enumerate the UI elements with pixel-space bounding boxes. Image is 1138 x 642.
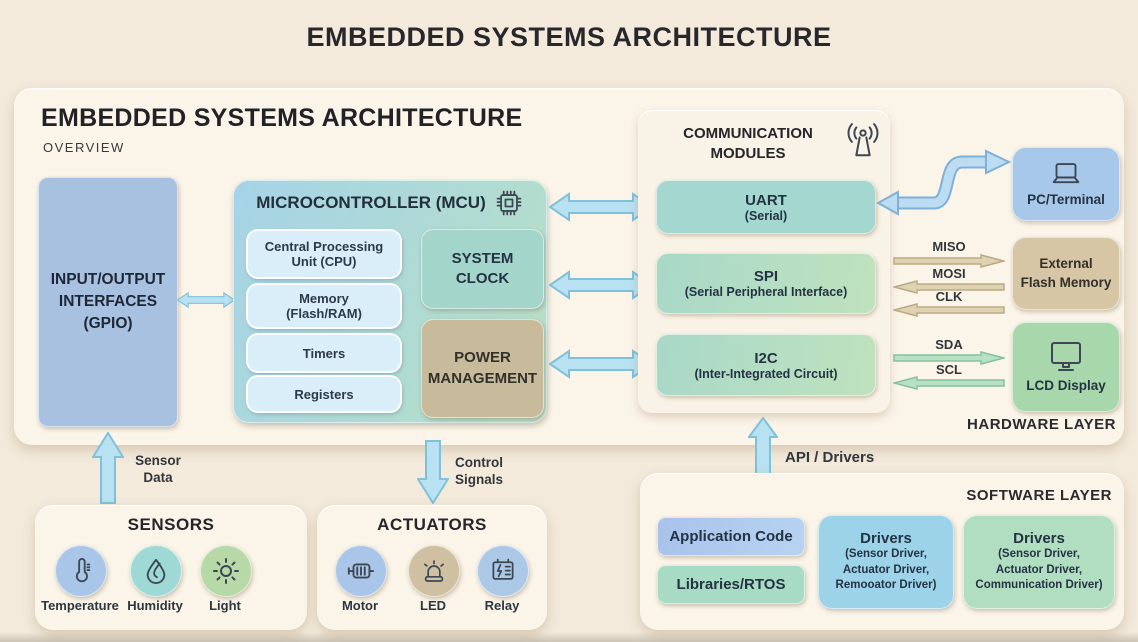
motor-icon: [347, 563, 375, 579]
hardware-panel-subtitle: OVERVIEW: [43, 140, 125, 155]
uart-name: UART: [745, 191, 787, 209]
drivers-block-a: Drivers (Sensor Driver, Actuator Driver,…: [818, 515, 954, 609]
comm-title: COMMUNICATION MODULES: [683, 125, 813, 162]
software-layer-panel: SOFTWARE LAYER Application Code Librarie…: [640, 473, 1124, 630]
external-flash-block: External Flash Memory: [1012, 237, 1120, 310]
humidity-label: Humidity: [127, 598, 183, 613]
light-label: Light: [209, 598, 241, 613]
monitor-icon: [1051, 342, 1081, 371]
miso-label: MISO: [932, 239, 966, 254]
sensor-data-label: Sensor Data: [135, 453, 181, 485]
temperature-label: Temperature: [41, 598, 119, 613]
system-clock-block: SYSTEM CLOCK: [421, 229, 544, 309]
spi-desc: (Serial Peripheral Interface): [684, 285, 848, 299]
siren-icon: [424, 560, 444, 582]
drivers-b-desc: (Sensor Driver, Actuator Driver, Communi…: [975, 548, 1103, 592]
scl-label: SCL: [936, 362, 962, 377]
mcu-panel: MICROCONTROLLER (MCU) Central Processing…: [233, 180, 547, 423]
pc-terminal-label: PC/Terminal: [1027, 191, 1105, 207]
communication-modules-panel: COMMUNICATION MODULES UART (Serial) SPI …: [638, 110, 890, 413]
api-drivers-label: API / Drivers: [785, 449, 875, 466]
humidity-circle: [130, 545, 182, 597]
mcu-header: MICROCONTROLLER (MCU): [234, 189, 546, 217]
antenna-icon: [847, 123, 879, 157]
motor-circle: [335, 545, 387, 597]
actuators-title: ACTUATORS: [377, 515, 487, 534]
page-title: EMBEDDED SYSTEMS ARCHITECTURE: [306, 22, 832, 52]
relay-icon: [492, 558, 514, 580]
libraries-rtos-block: Libraries/RTOS: [657, 565, 805, 604]
scl-arrow: [893, 376, 1005, 390]
uart-desc: (Serial): [744, 208, 788, 223]
lcd-display-block: LCD Display: [1012, 322, 1120, 412]
control-signals-label: Control Signals: [455, 455, 504, 487]
relay-circle: [477, 545, 529, 597]
chip-icon: [496, 190, 522, 216]
sensor-data-arrow: [92, 432, 124, 504]
sensors-title: SENSORS: [127, 515, 215, 534]
clk-arrow: [893, 303, 1005, 317]
miso-arrow: [893, 254, 1005, 268]
mcu-registers-block: Registers: [246, 375, 402, 413]
motor-label: Motor: [341, 598, 379, 613]
laptop-icon: [1052, 162, 1080, 183]
uart-block: UART (Serial): [656, 180, 876, 234]
drivers-a-desc: (Sensor Driver, Actuator Driver, Remooat…: [835, 548, 937, 592]
mcu-cpu-block: Central Processing Unit (CPU): [246, 229, 402, 279]
hardware-layer-panel: EMBEDDED SYSTEMS ARCHITECTURE OVERVIEW I…: [14, 88, 1124, 445]
led-label: LED: [420, 598, 446, 613]
gpio-mcu-arrow: [177, 291, 235, 309]
relay-label: Relay: [484, 598, 520, 613]
temperature-circle: [55, 545, 107, 597]
software-layer-label: SOFTWARE LAYER: [966, 487, 1112, 504]
drivers-block-b: Drivers (Sensor Driver, Actuator Driver,…: [963, 515, 1115, 609]
lcd-display-label: LCD Display: [1026, 378, 1106, 393]
light-circle: [200, 545, 252, 597]
sda-arrow: [893, 351, 1005, 365]
hardware-panel-title: EMBEDDED SYSTEMS ARCHITECTURE: [41, 104, 523, 132]
spi-name: SPI: [753, 268, 779, 285]
mcu-memory-block: Memory (Flash/RAM): [246, 283, 402, 329]
uart-pc-arrow: [876, 149, 1012, 216]
application-code-block: Application Code: [657, 517, 805, 556]
hardware-layer-label: HARDWARE LAYER: [967, 416, 1116, 433]
sensors-panel: SENSORS Temperature Humidity Light: [35, 505, 307, 630]
i2c-desc: (Inter-Integrated Circuit): [694, 366, 838, 381]
drivers-a-title: Drivers: [860, 530, 912, 548]
sun-icon: [213, 558, 239, 584]
actuators-panel: ACTUATORS Motor LED Relay: [317, 505, 547, 630]
drivers-b-title: Drivers: [1013, 530, 1065, 548]
mosi-label: MOSI: [932, 266, 966, 281]
i2c-name: I2C: [754, 349, 778, 367]
spi-block: SPI (Serial Peripheral Interface): [656, 253, 876, 314]
pc-terminal-block: PC/Terminal: [1012, 147, 1120, 221]
power-management-block: POWER MANAGEMENT: [421, 319, 544, 418]
gpio-block: INPUT/OUTPUT INTERFACES (GPIO): [38, 177, 178, 427]
sda-label: SDA: [935, 337, 963, 352]
mcu-title: MICROCONTROLLER (MCU): [256, 193, 486, 212]
i2c-block: I2C (Inter-Integrated Circuit): [656, 334, 876, 396]
mosi-arrow: [893, 280, 1005, 294]
led-circle: [408, 545, 460, 597]
droplet-icon: [146, 558, 166, 584]
thermometer-icon: [75, 558, 91, 583]
clk-label: CLK: [935, 289, 963, 304]
mcu-timers-block: Timers: [246, 333, 402, 373]
control-signals-arrow: [417, 440, 449, 504]
